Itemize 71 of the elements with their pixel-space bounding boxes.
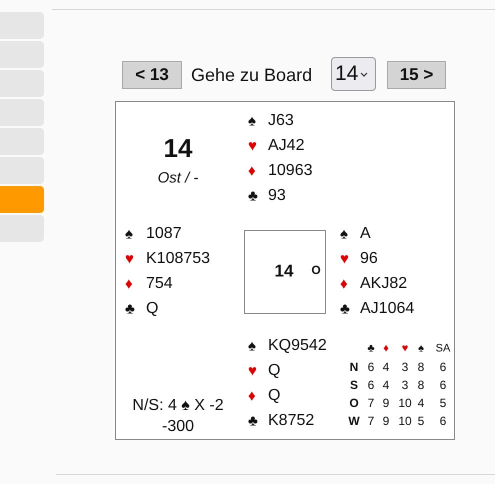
- suit-symbol: ♠: [248, 114, 256, 128]
- trick-count: 5: [440, 397, 446, 409]
- trick-count: 8: [418, 379, 424, 391]
- card-holding: A: [360, 226, 371, 242]
- card-holding: K108753: [146, 251, 210, 267]
- board-number: 14: [274, 262, 294, 280]
- card-holding: J63: [268, 113, 294, 129]
- trick-count: 7: [368, 415, 374, 427]
- suit-symbol: ♣: [340, 302, 350, 316]
- card-holding: 754: [146, 276, 173, 292]
- card-holding: AKJ82: [360, 276, 408, 292]
- seat-label: W: [348, 415, 360, 427]
- column-header: SA: [436, 344, 450, 354]
- suit-symbol: ♠: [340, 226, 348, 242]
- dealer-vulnerability: Ost / -: [158, 170, 198, 186]
- trick-count: 4: [382, 361, 390, 373]
- trick-count: 6: [440, 415, 446, 427]
- contract-result: N/S: 4 ♠ X -2: [132, 398, 224, 414]
- dealer-seat-label: O: [311, 264, 321, 276]
- card-holding: K8752: [268, 413, 314, 429]
- card-holding: Q: [268, 363, 280, 379]
- score: -300: [162, 419, 194, 435]
- seat-label: S: [350, 379, 358, 391]
- suit-symbol: ♥: [248, 138, 257, 154]
- suit-symbol: ♥: [248, 364, 257, 378]
- trick-count: 9: [382, 415, 390, 427]
- trick-count: 5: [418, 415, 424, 427]
- board-prompt: Gehe zu Board: [191, 66, 312, 84]
- trick-count: 6: [368, 379, 374, 391]
- suit-symbol: ♦: [248, 388, 256, 404]
- card-holding: 96: [360, 251, 378, 267]
- suit-symbol: ♠: [125, 226, 133, 242]
- trick-count: 6: [440, 361, 446, 373]
- seat-label: O: [349, 397, 359, 409]
- suit-symbol: ♠: [418, 344, 424, 354]
- card-holding: Q: [146, 301, 158, 317]
- seat-label: N: [350, 361, 358, 373]
- previous-board-button: < 13: [122, 61, 182, 89]
- suit-symbol: ♣: [248, 188, 258, 204]
- trick-count: 4: [418, 397, 424, 409]
- card-holding: KQ9542: [268, 338, 327, 354]
- suit-symbol: ♦: [340, 276, 348, 292]
- card-holding: AJ42: [268, 138, 304, 154]
- trick-count: 10: [398, 415, 412, 427]
- trick-count: 6: [368, 361, 374, 373]
- trick-count: 8: [418, 361, 424, 373]
- card-holding: 10963: [268, 163, 312, 179]
- card-holding: AJ1064: [360, 301, 414, 317]
- trick-count: 6: [440, 379, 446, 391]
- card-holding: 93: [268, 188, 286, 204]
- suit-symbol: ♦: [125, 276, 133, 292]
- suit-symbol: ♦: [383, 344, 389, 354]
- trick-count: 3: [402, 361, 408, 373]
- next-board-button: 15 >: [387, 61, 446, 89]
- suit-symbol: ♦: [248, 164, 256, 178]
- suit-symbol: ♥: [125, 252, 134, 266]
- card-holding: 1087: [146, 226, 182, 242]
- card-holding: Q: [268, 388, 280, 404]
- suit-symbol: ♠: [248, 338, 256, 354]
- board-select: 14: [331, 57, 376, 91]
- board-number: 14: [164, 135, 192, 161]
- suit-symbol: ♥: [340, 252, 349, 266]
- suit-symbol: ♥: [402, 344, 408, 354]
- suit-symbol: ♣: [367, 344, 375, 354]
- trick-count: 4: [382, 379, 390, 391]
- trick-count: 9: [382, 397, 390, 409]
- trick-count: 3: [402, 379, 408, 391]
- trick-count: 7: [368, 397, 374, 409]
- suit-symbol: ♣: [125, 302, 135, 316]
- suit-symbol: ♣: [248, 414, 258, 428]
- trick-count: 10: [398, 397, 412, 409]
